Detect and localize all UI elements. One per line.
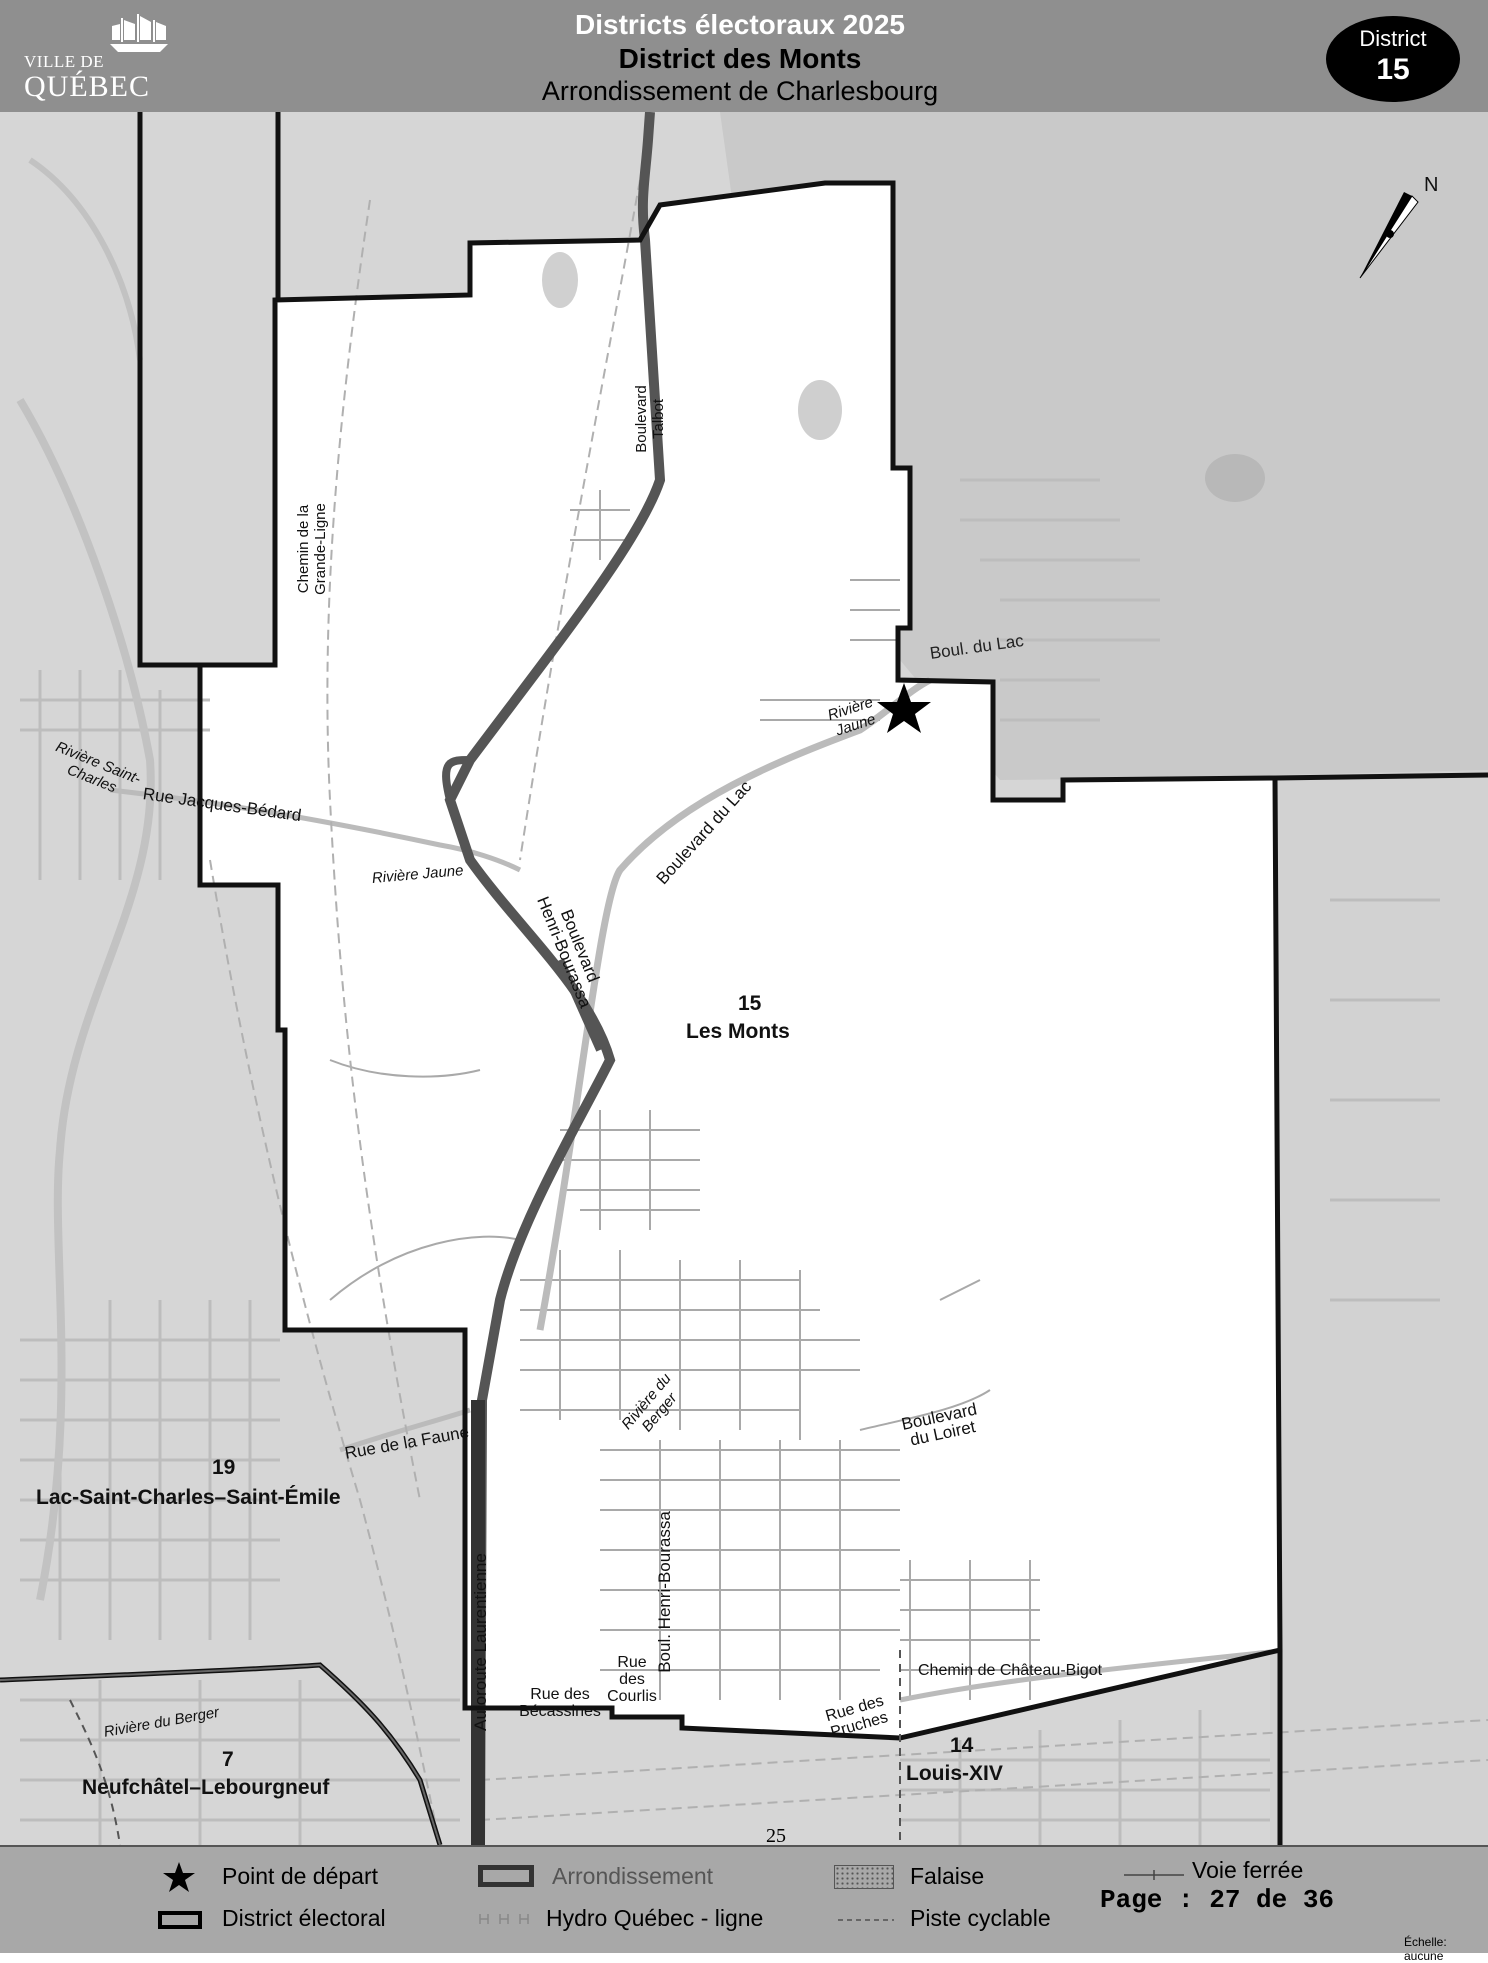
district-badge-label: District xyxy=(1359,26,1427,51)
district-19-name: Lac-Saint-Charles–Saint-Émile xyxy=(36,1486,341,1509)
arrondissement-symbol xyxy=(478,1865,534,1887)
arrondissement-name: Arrondissement de Charlesbourg xyxy=(541,76,939,106)
map-legend: Point de départ Arrondissement Falaise V… xyxy=(0,1845,1488,1963)
legend-point-depart: Point de départ xyxy=(222,1863,379,1889)
starting-point-star-icon xyxy=(877,683,931,733)
piste-cyclable-symbol xyxy=(838,1919,894,1921)
logo-ville-de: VILLE DE xyxy=(24,52,105,71)
north-label: N xyxy=(1424,174,1439,196)
label-chemin-grande-ligne: Chemin de la Grande-Ligne xyxy=(295,503,329,595)
logo-quebec: QUÉBEC xyxy=(24,70,150,103)
district-14-name: Louis-XIV xyxy=(906,1762,1003,1785)
falaise-symbol xyxy=(834,1865,894,1889)
district-15-number: 15 xyxy=(738,992,762,1015)
rail-symbol xyxy=(1124,1870,1184,1880)
label-boul-henri-bourassa-south: Boul. Henri-Bourassa xyxy=(654,1511,674,1673)
legend-hydro-quebec: Hydro Québec - ligne xyxy=(546,1905,764,1931)
ship-icon xyxy=(110,14,168,52)
north-arrow-icon xyxy=(1359,192,1419,279)
label-rue-des-becassines: Rue des Bécassines xyxy=(519,1686,601,1720)
legend-arrondissement: Arrondissement xyxy=(552,1863,714,1889)
label-rue-des-courlis: Rue des Courlis xyxy=(607,1654,657,1705)
district-badge: District 15 xyxy=(1326,16,1460,102)
scale-note: Échelle: aucune xyxy=(1404,1935,1447,1963)
legend-falaise: Falaise xyxy=(910,1863,985,1889)
map-title: Districts électoraux 2025 xyxy=(575,9,905,40)
district-map: N Chemin de la Grande-Ligne Boulevard Ta… xyxy=(0,112,1488,1845)
legend-piste-cyclable: Piste cyclable xyxy=(910,1905,1051,1931)
label-chemin-chateau-bigot: Chemin de Château-Bigot xyxy=(918,1662,1103,1679)
legend-district-electoral: District électoral xyxy=(222,1905,386,1931)
district-badge-number: 15 xyxy=(1376,53,1410,86)
district-7-number: 7 xyxy=(222,1748,234,1771)
district-electoral-symbol xyxy=(158,1911,202,1929)
legend-voie-ferree: Voie ferrée xyxy=(1192,1857,1304,1883)
district-7-name: Neufchâtel–Lebourgneuf xyxy=(82,1776,330,1799)
district-14-number: 14 xyxy=(950,1734,974,1757)
page-indicator: Page : 27 de 36 xyxy=(1100,1885,1335,1915)
district-15-name: Les Monts xyxy=(686,1020,790,1043)
district-name: District des Monts xyxy=(618,43,862,74)
hydro-line-symbol xyxy=(479,1914,529,1924)
star-icon xyxy=(163,1862,195,1892)
district-15-area xyxy=(200,183,1280,1738)
district-19-number: 19 xyxy=(212,1456,236,1479)
ville-de-quebec-logo: VILLE DE QUÉBEC xyxy=(20,14,180,103)
label-autoroute-laurentienne: Autoroute Laurentienne xyxy=(470,1553,490,1731)
page-number: 25 xyxy=(766,1825,786,1847)
label-boulevard-talbot: Boulevard Talbot xyxy=(633,385,667,453)
map-header: VILLE DE QUÉBEC Districts électoraux 202… xyxy=(0,0,1488,112)
map-canvas xyxy=(0,112,1488,1845)
